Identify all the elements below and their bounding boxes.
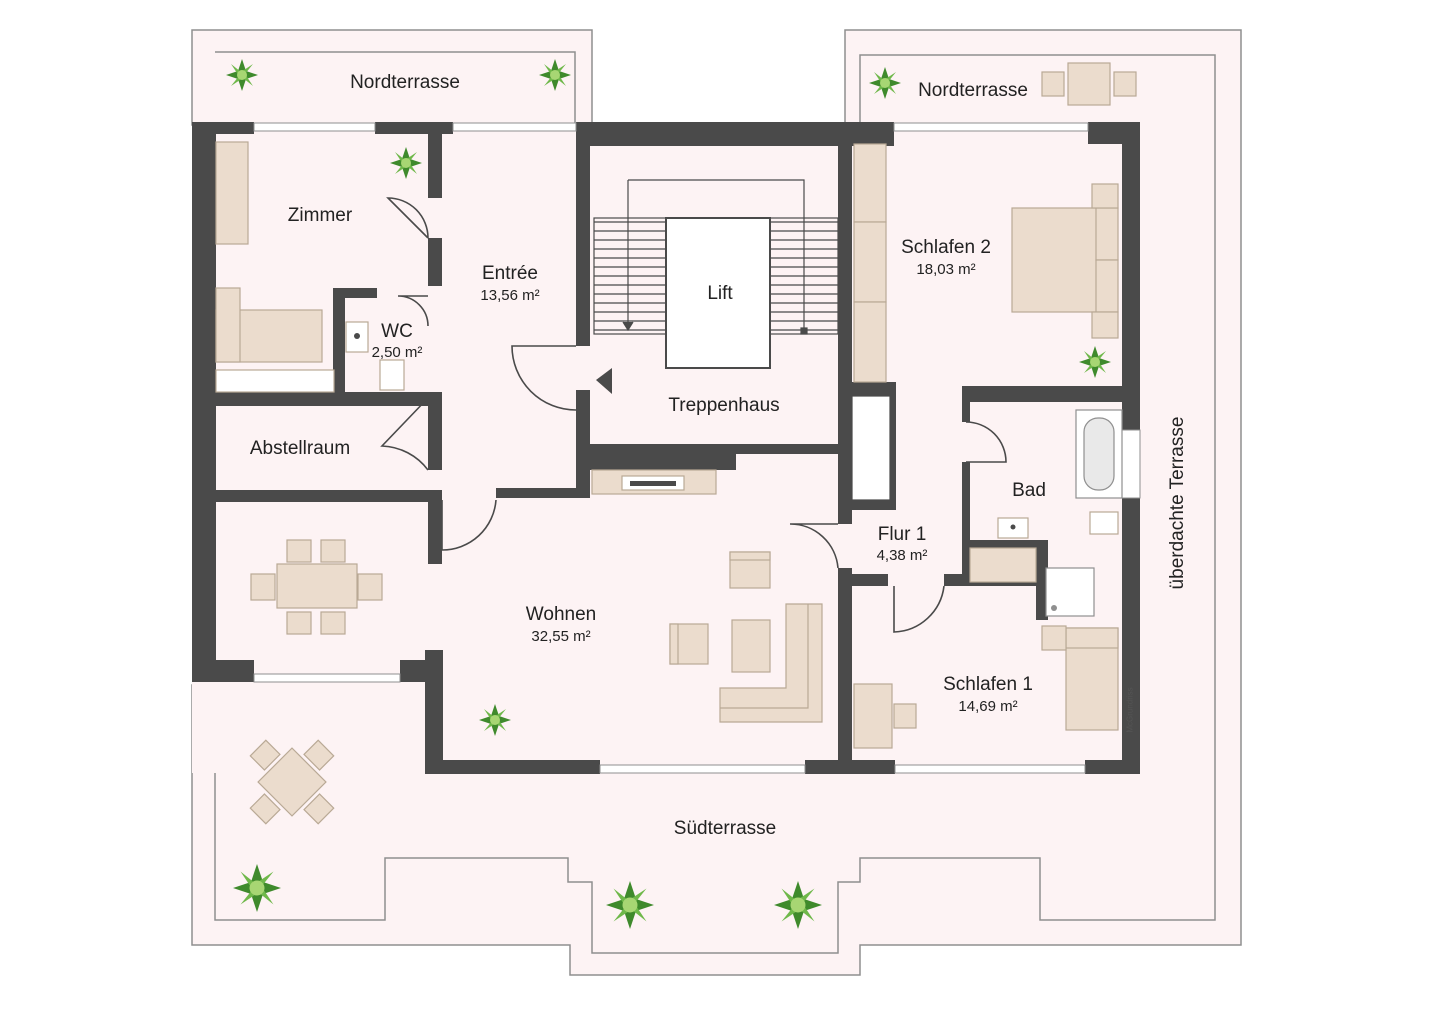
area-wohnen: 32,55 m² [531,628,591,645]
corner-sofa [719,603,823,723]
stair-direction-arrow-icon [596,368,612,394]
label-schlafen2: Schlafen 2 [901,237,991,258]
coffee-table [731,619,771,673]
door-entree-wohnen [441,499,497,551]
terrace-inner-line [214,51,1216,954]
door-treppenhaus [511,345,577,411]
brand-mark: McGrundriss [1125,687,1135,733]
area-flur1: 4,38 m² [876,547,928,564]
door-flur [789,523,839,569]
wardrobe-schlafen2-2 [853,221,887,303]
doors [380,197,1007,633]
door-zimmer [386,197,429,239]
stair-steps [594,221,838,331]
bad-shelf [969,547,1037,583]
lift-shaft [665,217,771,369]
label-nordterrasse-ost: Nordterrasse [918,80,1028,101]
wc-toilet [379,359,405,391]
area-wc: 2,50 m² [371,344,423,361]
wardrobe-zimmer [215,141,249,245]
door-bad [965,421,1007,463]
terrace-table-north [1067,62,1111,106]
label-zimmer: Zimmer [287,205,353,226]
label-nordterrasse-west: Nordterrasse [350,72,460,93]
label-suedterrasse: Südterrasse [673,818,777,839]
label-wc: WC [381,321,413,342]
terrace-table-south [257,747,327,817]
double-bed [1011,207,1101,313]
desk-schlafen1 [853,683,893,749]
label-wohnen: Wohnen [525,604,597,625]
label-entree: Entrée [482,263,538,284]
area-schlafen2: 18,03 m² [916,261,976,278]
label-abstellraum: Abstellraum [249,438,351,459]
label-flur1: Flur 1 [877,524,927,545]
label-treppenhaus: Treppenhaus [668,395,780,416]
door-abstellraum [380,397,429,471]
label-ueberdachte-terrasse: überdachte Terrasse [1167,416,1188,590]
label-bad: Bad [1012,480,1046,501]
label-schlafen1: Schlafen 1 [943,674,1033,695]
wardrobe-schlafen2-1 [853,143,887,223]
desk-zimmer [215,369,335,393]
walls [192,122,1140,774]
furniture [215,62,1137,825]
label-lift: Lift [707,283,733,304]
windows [253,122,1141,774]
area-schlafen1: 14,69 m² [958,698,1018,715]
door-schlafen1 [893,585,945,633]
door-wc [397,295,429,327]
area-entree: 13,56 m² [480,287,540,304]
dining-table [276,563,358,609]
bad-toilet [1089,511,1119,535]
wardrobe-schlafen2-3 [853,301,887,383]
